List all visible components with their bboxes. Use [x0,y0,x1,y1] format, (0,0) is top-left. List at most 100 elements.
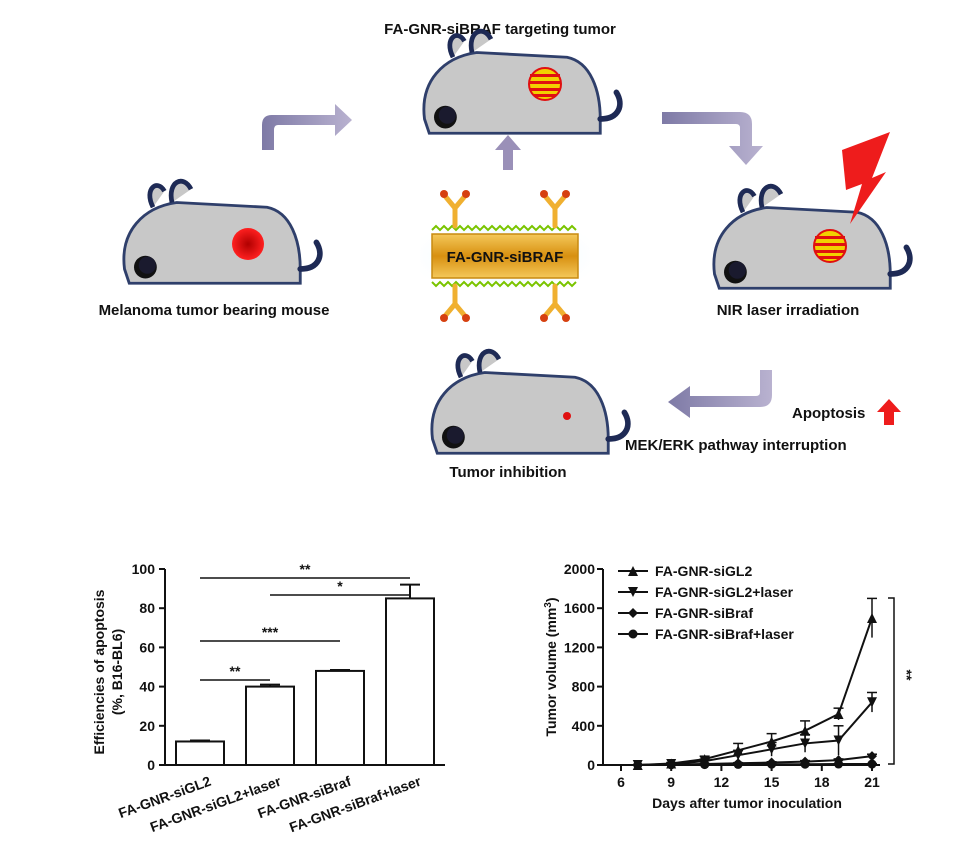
mouse-tumor-bearing [124,181,320,283]
line-y-tick-label: 1200 [564,639,595,655]
marker-triangle-up [800,725,811,736]
bar-category-label: FA-GNR-siBraf [255,773,353,822]
line-ylabel: Tumor volume (mm3) [543,597,559,736]
legend-label: FA-GNR-siBraf [655,605,753,621]
mouse-targeted [424,31,620,133]
line-y-tick-label: 0 [587,757,595,773]
marker-circle [867,759,877,769]
marker-circle [633,760,643,770]
bar [315,669,365,766]
bar-y-tick-label: 20 [139,718,155,734]
label-nanoparticle: FA-GNR-siBRAF [447,249,564,266]
bar-y-tick-label: 40 [139,679,155,695]
marker-diamond [628,608,638,618]
marker-triangle-up [766,736,777,747]
bar-ylabel-line1: Efficiencies of apoptosis [91,589,107,754]
marker-diamond [800,756,811,767]
significance-label: * [337,578,343,594]
line-x-tick-label: 9 [667,774,675,790]
bar [175,740,225,766]
line-x-tick-label: 6 [617,774,625,790]
label-pathway: MEK/ERK pathway interruption [625,437,847,454]
marker-triangle-up [632,760,643,770]
marker-triangle-down [766,744,777,755]
legend-label: FA-GNR-siGL2 [655,563,752,579]
label-apoptosis: Apoptosis [792,405,865,422]
arrow-to-inhibition [668,370,772,418]
line-x-tick-label: 18 [814,774,830,790]
legend-label: FA-GNR-siGL2+laser [655,584,794,600]
nanorod-tumor-laser-icon [813,229,847,263]
marker-diamond [699,759,710,770]
series-line [637,617,873,766]
line-xlabel: Days after tumor inoculation [652,795,842,811]
bar-category-label: FA-GNR-siGL2+laser [148,773,284,835]
marker-circle [666,760,676,770]
bar-category-label: FA-GNR-siBraf+laser [287,773,423,836]
bar [245,685,295,766]
marker-triangle-down [628,587,638,597]
up-arrow-icon [877,399,901,425]
marker-diamond [867,751,877,762]
marker-triangle-down [833,735,844,746]
line-y-tick-label: 800 [572,679,596,695]
mouse-inhibited [432,351,628,453]
marker-triangle-up [628,566,638,576]
marker-circle [767,759,777,769]
marker-triangle-down [800,738,811,749]
label-tumor-bearing: Melanoma tumor bearing mouse [99,302,330,319]
line-y-tick-label: 400 [572,718,596,734]
arrow-to-laser [662,112,763,165]
bar-category-label: FA-GNR-siGL2 [116,773,213,821]
marker-triangle-up [867,613,877,623]
label-tumor-inhibition: Tumor inhibition [449,464,566,481]
line-marks: ** [632,597,915,770]
arrow-up-nanoparticle [495,135,521,170]
bar-y-tick-label: 100 [132,561,156,577]
marker-triangle-down [666,759,677,770]
series-line [637,701,873,766]
line-legend: FA-GNR-siGL2FA-GNR-siGL2+laserFA-GNR-siB… [618,563,794,642]
marker-triangle-up [833,709,844,720]
nanorod-tumor-icon [528,67,562,101]
series-line [637,755,873,766]
line-x-tick-label: 15 [764,774,780,790]
mechanism-schematic: FA-GNR-siBRAF targeting tumor Melanoma t… [99,21,980,481]
bar-y-tick-label: 80 [139,600,155,616]
line-x-tick-label: 21 [864,774,880,790]
bar [385,597,435,767]
significance-label: ** [899,670,915,681]
significance-label: ** [300,561,311,577]
marker-diamond [733,758,744,769]
line-y-tick-label: 2000 [564,561,595,577]
marker-triangle-up [666,758,677,769]
label-laser: NIR laser irradiation [717,302,860,319]
laser-bolt-icon [842,132,890,224]
line-x-tick-label: 12 [714,774,730,790]
significance-label: *** [262,624,279,640]
marker-diamond [666,759,677,770]
marker-triangle-down [733,750,744,761]
bar-y-tick-label: 0 [147,757,155,773]
nanoparticle-illustration: FA-GNR-siBRAF [420,190,590,322]
marker-diamond [766,757,777,768]
arrow-to-targeting [262,104,352,150]
series-line [637,763,872,766]
mouse-laser [714,186,910,288]
marker-circle [834,759,844,769]
significance-bracket [888,597,895,765]
line-y-tick-label: 1600 [564,600,595,616]
marker-triangle-up [733,745,744,756]
marker-triangle-down [699,756,710,767]
marker-triangle-down [632,760,643,770]
small-tumor-icon [563,412,571,420]
bar-marks: ******** [175,561,435,767]
scheme-title: FA-GNR-siBRAF targeting tumor [384,21,616,38]
marker-circle [733,759,743,769]
marker-circle [628,629,638,639]
marker-diamond [632,760,643,770]
tumor-icon [232,228,264,260]
significance-label: ** [230,663,241,679]
marker-circle [700,760,710,770]
marker-diamond [833,755,844,766]
